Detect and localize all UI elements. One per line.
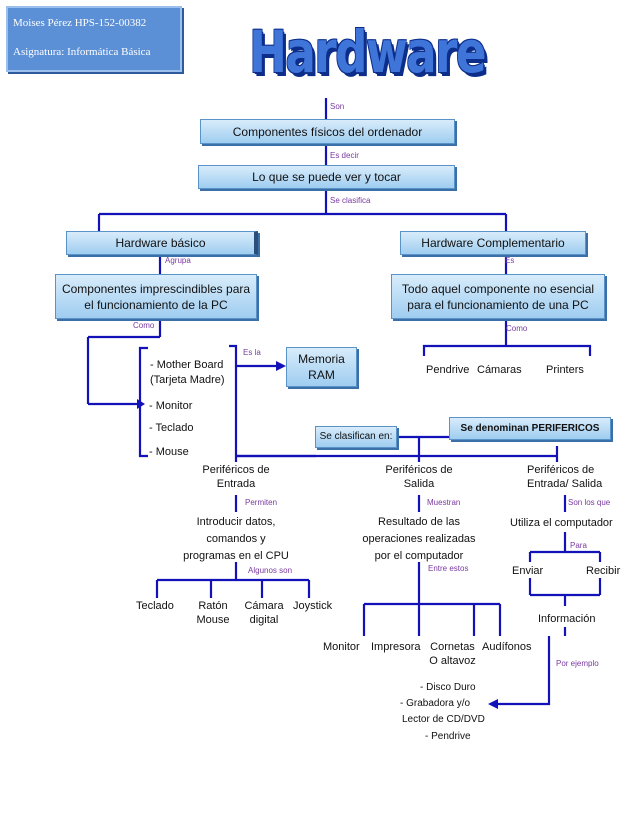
category-entrada-line2: Entrada [216, 478, 256, 490]
input-teclado: Teclado [136, 600, 174, 612]
description-salida-line2: operaciones realizadas [362, 533, 476, 545]
node-no-esencial-line2: para el funcionamiento de una PC [407, 297, 589, 312]
item-printers: Printers [546, 364, 584, 376]
node-perifericos-label: Se denominan PERIFERICOS [460, 422, 600, 434]
input-camara-line2: digital [249, 614, 279, 626]
connector-como-right: Como [506, 324, 528, 333]
item-camaras: Cámaras [477, 364, 522, 376]
category-salida-line2: Salida [403, 478, 435, 490]
item-pendrive: Pendrive [426, 364, 470, 376]
input-raton-line2: Mouse [196, 614, 230, 626]
author-card: Moises Pérez HPS-152-00382 Asignatura: I… [6, 6, 182, 72]
connector-es-decir: Es decir [330, 151, 359, 160]
example-pendrive: - Pendrive [425, 731, 471, 742]
output-cornetas: Cornetas O altavoz [425, 640, 480, 668]
node-hardware-complementario-label: Hardware Complementario [421, 236, 565, 250]
node-hardware-basico-label: Hardware básico [115, 236, 206, 250]
input-joystick: Joystick [293, 600, 333, 612]
description-salida: Resultado de las operaciones realizadas … [339, 514, 499, 565]
node-hardware-complementario: Hardware Complementario [400, 231, 586, 255]
subject-name: Asignatura: Informática Básica [13, 46, 151, 58]
node-memoria-ram: Memoria RAM [286, 347, 357, 387]
output-audifonos: Audífonos [482, 641, 532, 653]
output-cornetas-line2: O altavoz [429, 655, 476, 667]
example-disco-duro: - Disco Duro [420, 682, 476, 693]
example-grabadora: - Grabadora y/o [400, 698, 471, 709]
category-entrada: Periféricos de Entrada [186, 463, 286, 491]
input-raton: Ratón Mouse [192, 599, 234, 627]
author-name: Moises Pérez HPS-152-00382 [13, 17, 147, 29]
example-lector: Lector de CD/DVD [402, 714, 485, 725]
node-imprescindibles-line1: Componentes imprescindibles para [61, 281, 251, 296]
input-camara: Cámara digital [240, 599, 288, 627]
connector-agrupa: Agrupa [165, 256, 191, 265]
description-entrada-line3: programas en el CPU [183, 550, 289, 562]
node-no-esencial-line1: Todo aquel componente no esencial [401, 281, 595, 296]
connector-es-la: Es la [243, 348, 261, 357]
category-entrada-salida: Periféricos de Entrada/ Salida [527, 463, 602, 491]
output-cornetas-line1: Cornetas [430, 641, 475, 653]
io-recibir: Recibir [586, 565, 621, 577]
connector-entre-estos: Entre estos [428, 564, 469, 573]
category-entrada-line1: Periféricos de [202, 464, 270, 476]
io-informacion: Información [538, 613, 596, 625]
category-es-line2: Entrada/ Salida [527, 478, 603, 490]
description-salida-line1: Resultado de las [378, 516, 460, 528]
node-componentes: Componentes físicos del ordenador [200, 119, 455, 144]
description-entrada: Introducir datos, comandos y programas e… [156, 514, 316, 565]
node-se-clasifican-label: Se clasifican en: [319, 431, 393, 442]
category-es-line1: Periféricos de [527, 464, 595, 476]
description-entrada-line1: Introducir datos, [196, 516, 276, 528]
input-raton-line1: Ratón [198, 600, 228, 612]
node-se-clasifican: Se clasifican en: [315, 426, 397, 448]
page-title: Hardware [249, 18, 486, 86]
connector-son: Son [330, 102, 345, 111]
node-lo-que-label: Lo que se puede ver y tocar [252, 170, 401, 184]
connector-por-ejemplo: Por ejemplo [556, 659, 599, 668]
input-camara-line1: Cámara [244, 600, 284, 612]
description-entrada-salida: Utiliza el computador [510, 517, 613, 529]
node-hardware-basico: Hardware básico [66, 231, 258, 255]
connector-es: Es [505, 256, 515, 265]
connector-para: Para [570, 541, 587, 550]
node-lo-que: Lo que se puede ver y tocar [198, 165, 455, 189]
description-entrada-line2: comandos y [206, 533, 266, 545]
node-imprescindibles-line2: el funcionamiento de la PC [84, 297, 228, 312]
item-teclado: - Teclado [149, 422, 194, 434]
item-monitor: - Monitor [149, 400, 193, 412]
description-salida-line3: por el computador [374, 550, 464, 562]
node-componentes-label: Componentes físicos del ordenador [232, 124, 423, 139]
connector-como-left: Como [133, 321, 155, 330]
node-perifericos: Se denominan PERIFERICOS [449, 417, 611, 440]
connector-permiten: Permiten [245, 498, 278, 507]
node-no-esencial: Todo aquel componente no esencial para e… [391, 274, 605, 319]
item-mouse: - Mouse [149, 446, 189, 458]
item-tarjeta-madre: (Tarjeta Madre) [150, 374, 225, 386]
io-enviar: Enviar [512, 565, 544, 577]
item-mother-board: - Mother Board [150, 359, 224, 371]
connector-son-los-que: Son los que [568, 498, 611, 507]
output-impresora: Impresora [371, 641, 421, 653]
category-salida: Periféricos de Salida [369, 463, 469, 491]
connector-algunos-son: Algunos son [248, 566, 293, 575]
connector-se-clasifica: Se clasifica [330, 196, 371, 205]
node-memoria-line1: Memoria [298, 352, 345, 366]
connector-muestran: Muestran [427, 498, 461, 507]
category-salida-line1: Periféricos de [385, 464, 453, 476]
node-memoria-line2: RAM [308, 368, 335, 382]
output-monitor: Monitor [323, 641, 360, 653]
node-imprescindibles: Componentes imprescindibles para el func… [55, 274, 257, 319]
